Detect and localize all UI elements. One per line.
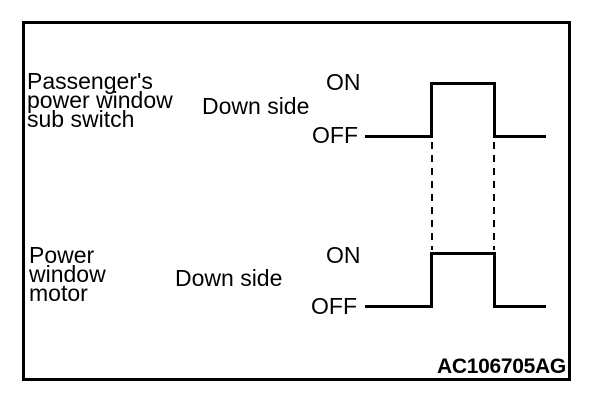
diagram-frame <box>22 21 571 381</box>
off-label-top: OFF <box>312 122 358 148</box>
signal-label-line: Passenger's <box>27 68 153 94</box>
bottom-waveform-off-baseline-left <box>365 305 433 308</box>
signal-label-power-window-motor: Power window motor <box>29 242 106 306</box>
sync-dashed-line-left <box>431 142 433 250</box>
top-waveform-off-baseline-right <box>493 135 546 138</box>
down-side-label-top: Down side <box>202 93 310 119</box>
bottom-waveform-off-baseline-right <box>493 305 546 308</box>
top-waveform-on-level <box>430 82 496 85</box>
down-side-label-bottom: Down side <box>175 265 283 291</box>
bottom-waveform-falling-edge <box>493 252 496 308</box>
bottom-waveform-rising-edge <box>430 252 433 308</box>
signal-label-line: window <box>29 261 106 287</box>
on-label-top: ON <box>326 69 361 95</box>
figure-code: AC106705AG <box>437 355 566 378</box>
signal-label-passenger-sub-switch: Passenger's power window sub switch <box>27 68 173 132</box>
bottom-waveform-on-level <box>430 252 496 255</box>
top-waveform-off-baseline-left <box>365 135 433 138</box>
signal-label-line: motor <box>29 280 88 306</box>
sync-dashed-line-right <box>493 142 495 250</box>
on-label-bottom: ON <box>326 242 361 268</box>
signal-label-line: sub switch <box>27 106 135 132</box>
off-label-bottom: OFF <box>311 293 357 319</box>
signal-label-line: Power <box>29 242 95 268</box>
signal-label-line: power window <box>27 87 173 113</box>
top-waveform-falling-edge <box>493 82 496 138</box>
top-waveform-rising-edge <box>430 82 433 138</box>
